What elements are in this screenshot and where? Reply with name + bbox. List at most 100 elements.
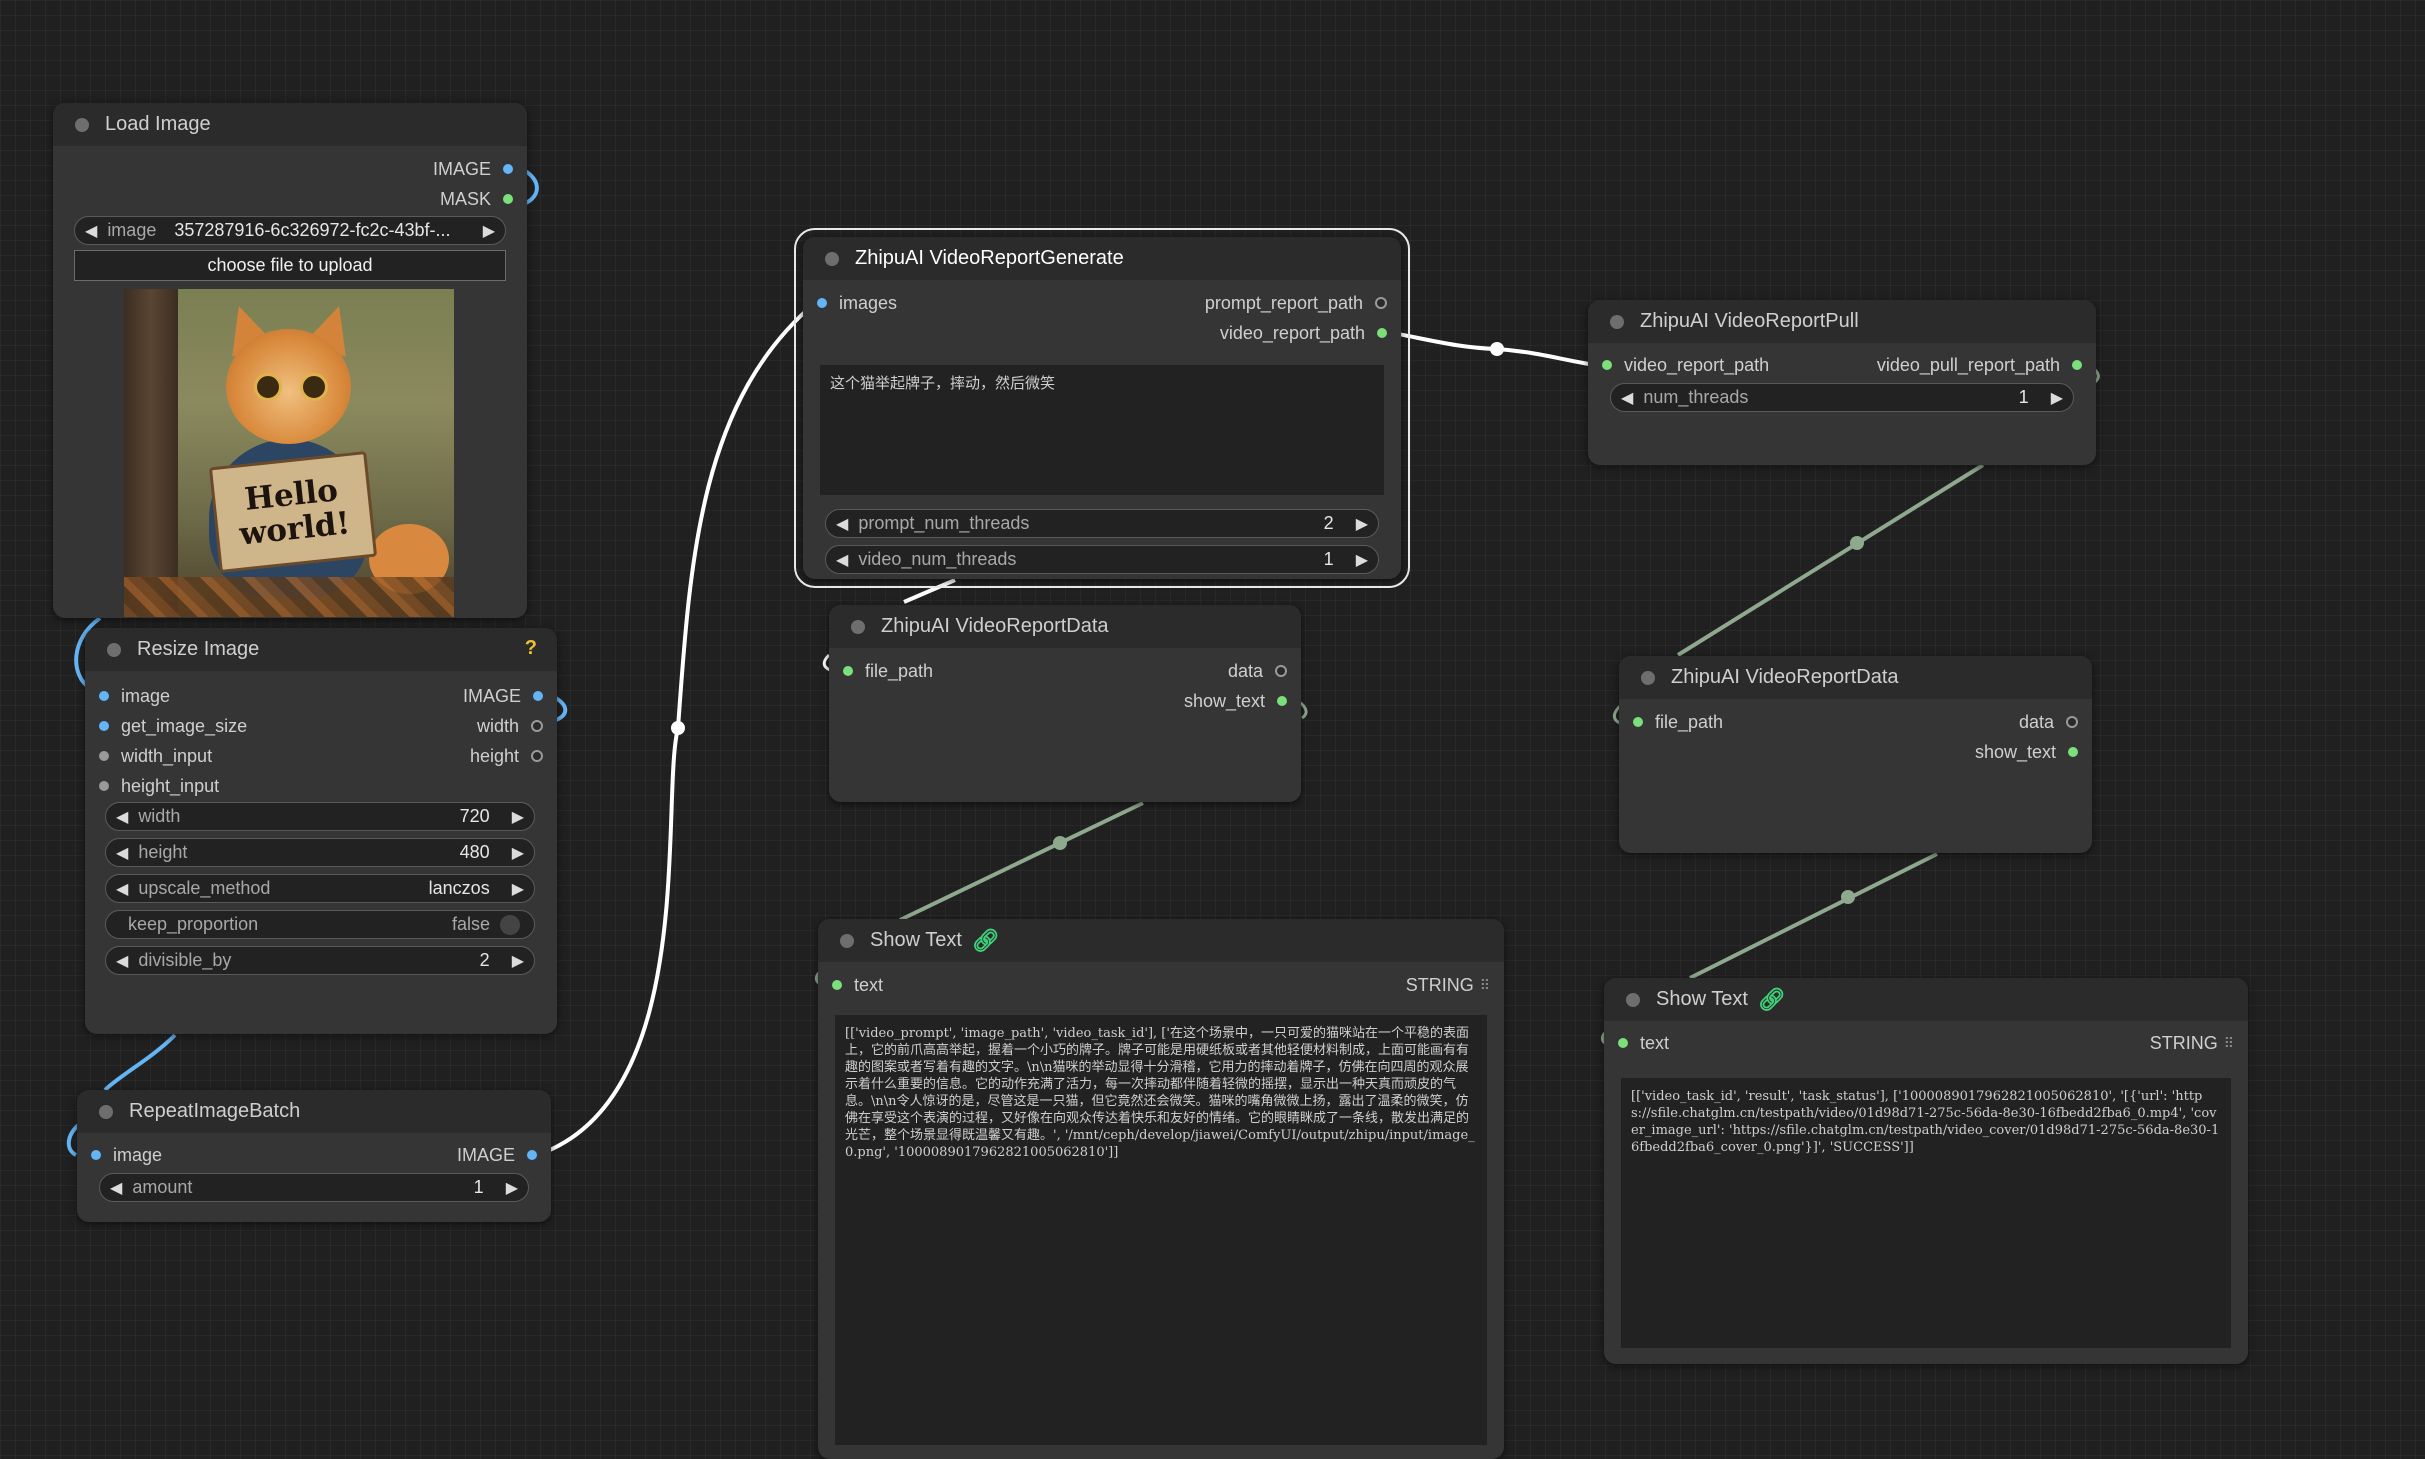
slot-dot-icon[interactable]	[533, 691, 543, 701]
node-title-bar[interactable]: Resize Image ?	[85, 628, 557, 671]
slot-dot-icon[interactable]	[531, 750, 543, 762]
slot-dot-icon[interactable]	[2066, 716, 2078, 728]
arrow-right-icon[interactable]: ▶	[482, 222, 495, 240]
output-slot-image[interactable]: IMAGE	[463, 686, 543, 706]
input-slot-get-image-size[interactable]: get_image_size	[99, 716, 247, 736]
show-text-node-1[interactable]: Show Text 🔗︎ text STRING⠿ [['video_promp…	[818, 919, 1504, 1459]
node-title-bar[interactable]: RepeatImageBatch	[77, 1090, 551, 1133]
slot-dot-icon[interactable]	[1618, 1038, 1628, 1048]
choose-file-button[interactable]: choose file to upload	[74, 250, 506, 281]
collapse-dot-icon[interactable]	[851, 619, 865, 634]
output-slot-video-pull-report-path[interactable]: video_pull_report_path	[1877, 355, 2082, 375]
output-slot-image[interactable]: IMAGE	[433, 159, 513, 179]
output-slot-width[interactable]: width	[477, 716, 543, 736]
input-slot-file-path[interactable]: file_path	[1633, 712, 1723, 732]
slot-dot-icon[interactable]	[843, 666, 853, 676]
collapse-dot-icon[interactable]	[107, 642, 121, 657]
collapse-dot-icon[interactable]	[1610, 314, 1624, 329]
show-text-node-2[interactable]: Show Text 🔗︎ text STRING⠿ [['video_task_…	[1604, 978, 2248, 1364]
video-report-data-node-2[interactable]: ZhipuAI VideoReportData file_path data s…	[1619, 656, 2092, 853]
output-slot-video-report-path[interactable]: video_report_path	[1220, 323, 1387, 343]
node-title-bar[interactable]: ZhipuAI VideoReportData	[1619, 656, 2092, 699]
input-slot-video-report-path[interactable]: video_report_path	[1602, 355, 1769, 375]
collapse-dot-icon[interactable]	[1641, 670, 1655, 685]
slot-dot-icon[interactable]	[99, 751, 109, 761]
node-title-bar[interactable]: Show Text 🔗︎	[818, 919, 1504, 962]
output-slot-data[interactable]: data	[1228, 661, 1287, 681]
slot-dot-icon[interactable]	[91, 1150, 101, 1160]
arrow-left-icon[interactable]: ◀	[110, 1179, 123, 1197]
prompt-textarea[interactable]: 这个猫举起牌子，摔动，然后微笑	[820, 365, 1384, 495]
arrow-right-icon[interactable]: ▶	[505, 1179, 518, 1197]
grid-handle-icon[interactable]: ⠿	[2223, 1034, 2234, 1051]
collapse-dot-icon[interactable]	[840, 933, 854, 948]
node-title-bar[interactable]: ZhipuAI VideoReportData	[829, 605, 1301, 648]
arrow-left-icon[interactable]: ◀	[85, 222, 98, 240]
slot-dot-icon[interactable]	[817, 298, 827, 308]
slot-dot-icon[interactable]	[1275, 665, 1287, 677]
resize-image-node[interactable]: Resize Image ? image get_image_size widt…	[85, 628, 557, 1034]
toggle-knob-icon[interactable]	[500, 914, 520, 935]
collapse-dot-icon[interactable]	[99, 1104, 113, 1119]
node-title-bar[interactable]: ZhipuAI VideoReportPull	[1588, 300, 2096, 343]
slot-dot-icon[interactable]	[2072, 360, 2082, 370]
input-slot-image[interactable]: image	[91, 1145, 162, 1165]
output-slot-data[interactable]: data	[2019, 712, 2078, 732]
slot-dot-icon[interactable]	[1602, 360, 1612, 370]
slot-dot-icon[interactable]	[1633, 717, 1643, 727]
arrow-right-icon[interactable]: ▶	[511, 880, 524, 898]
slot-dot-icon[interactable]	[1375, 297, 1387, 309]
input-slot-height-input[interactable]: height_input	[99, 776, 219, 796]
slot-dot-icon[interactable]	[99, 781, 109, 791]
slot-dot-icon[interactable]	[527, 1150, 537, 1160]
collapse-dot-icon[interactable]	[1626, 992, 1640, 1007]
arrow-left-icon[interactable]: ◀	[116, 844, 129, 862]
image-select-widget[interactable]: ◀ image 357287916-6c326972-fc2c-43bf-...…	[74, 216, 506, 245]
input-slot-text[interactable]: text	[832, 975, 883, 995]
grid-handle-icon[interactable]: ⠿	[1479, 976, 1490, 993]
node-title-bar[interactable]: Show Text 🔗︎	[1604, 978, 2248, 1021]
slot-dot-icon[interactable]	[832, 980, 842, 990]
arrow-left-icon[interactable]: ◀	[836, 515, 849, 533]
slot-dot-icon[interactable]	[531, 720, 543, 732]
output-slot-mask[interactable]: MASK	[440, 189, 513, 209]
slot-dot-icon[interactable]	[99, 691, 109, 701]
slot-dot-icon[interactable]	[1277, 696, 1287, 706]
slot-dot-icon[interactable]	[99, 721, 109, 731]
arrow-right-icon[interactable]: ▶	[2050, 389, 2063, 407]
show-text-output[interactable]: [['video_task_id', 'result', 'task_statu…	[1621, 1078, 2231, 1348]
video-report-pull-node[interactable]: ZhipuAI VideoReportPull video_report_pat…	[1588, 300, 2096, 465]
output-slot-show-text[interactable]: show_text	[1975, 742, 2078, 762]
slot-dot-icon[interactable]	[1377, 328, 1387, 338]
output-slot-show-text[interactable]: show_text	[1184, 691, 1287, 711]
output-slot-image[interactable]: IMAGE	[457, 1145, 537, 1165]
arrow-right-icon[interactable]: ▶	[1355, 551, 1368, 569]
input-slot-image[interactable]: image	[99, 686, 170, 706]
node-title-bar[interactable]: Load Image	[53, 103, 527, 146]
arrow-right-icon[interactable]: ▶	[511, 844, 524, 862]
arrow-left-icon[interactable]: ◀	[116, 880, 129, 898]
slot-dot-icon[interactable]	[503, 164, 513, 174]
input-slot-images[interactable]: images	[817, 293, 897, 313]
video-report-generate-node[interactable]: ZhipuAI VideoReportGenerate images promp…	[794, 228, 1410, 588]
arrow-left-icon[interactable]: ◀	[116, 808, 129, 826]
arrow-left-icon[interactable]: ◀	[836, 551, 849, 569]
slot-dot-icon[interactable]	[503, 194, 513, 204]
output-slot-string[interactable]: STRING⠿	[2150, 1033, 2234, 1053]
input-slot-width-input[interactable]: width_input	[99, 746, 212, 766]
arrow-left-icon[interactable]: ◀	[1621, 389, 1634, 407]
input-slot-text[interactable]: text	[1618, 1033, 1669, 1053]
collapse-dot-icon[interactable]	[825, 251, 839, 266]
output-slot-prompt-report-path[interactable]: prompt_report_path	[1205, 293, 1387, 313]
show-text-output[interactable]: [['video_prompt', 'image_path', 'video_t…	[835, 1015, 1487, 1445]
